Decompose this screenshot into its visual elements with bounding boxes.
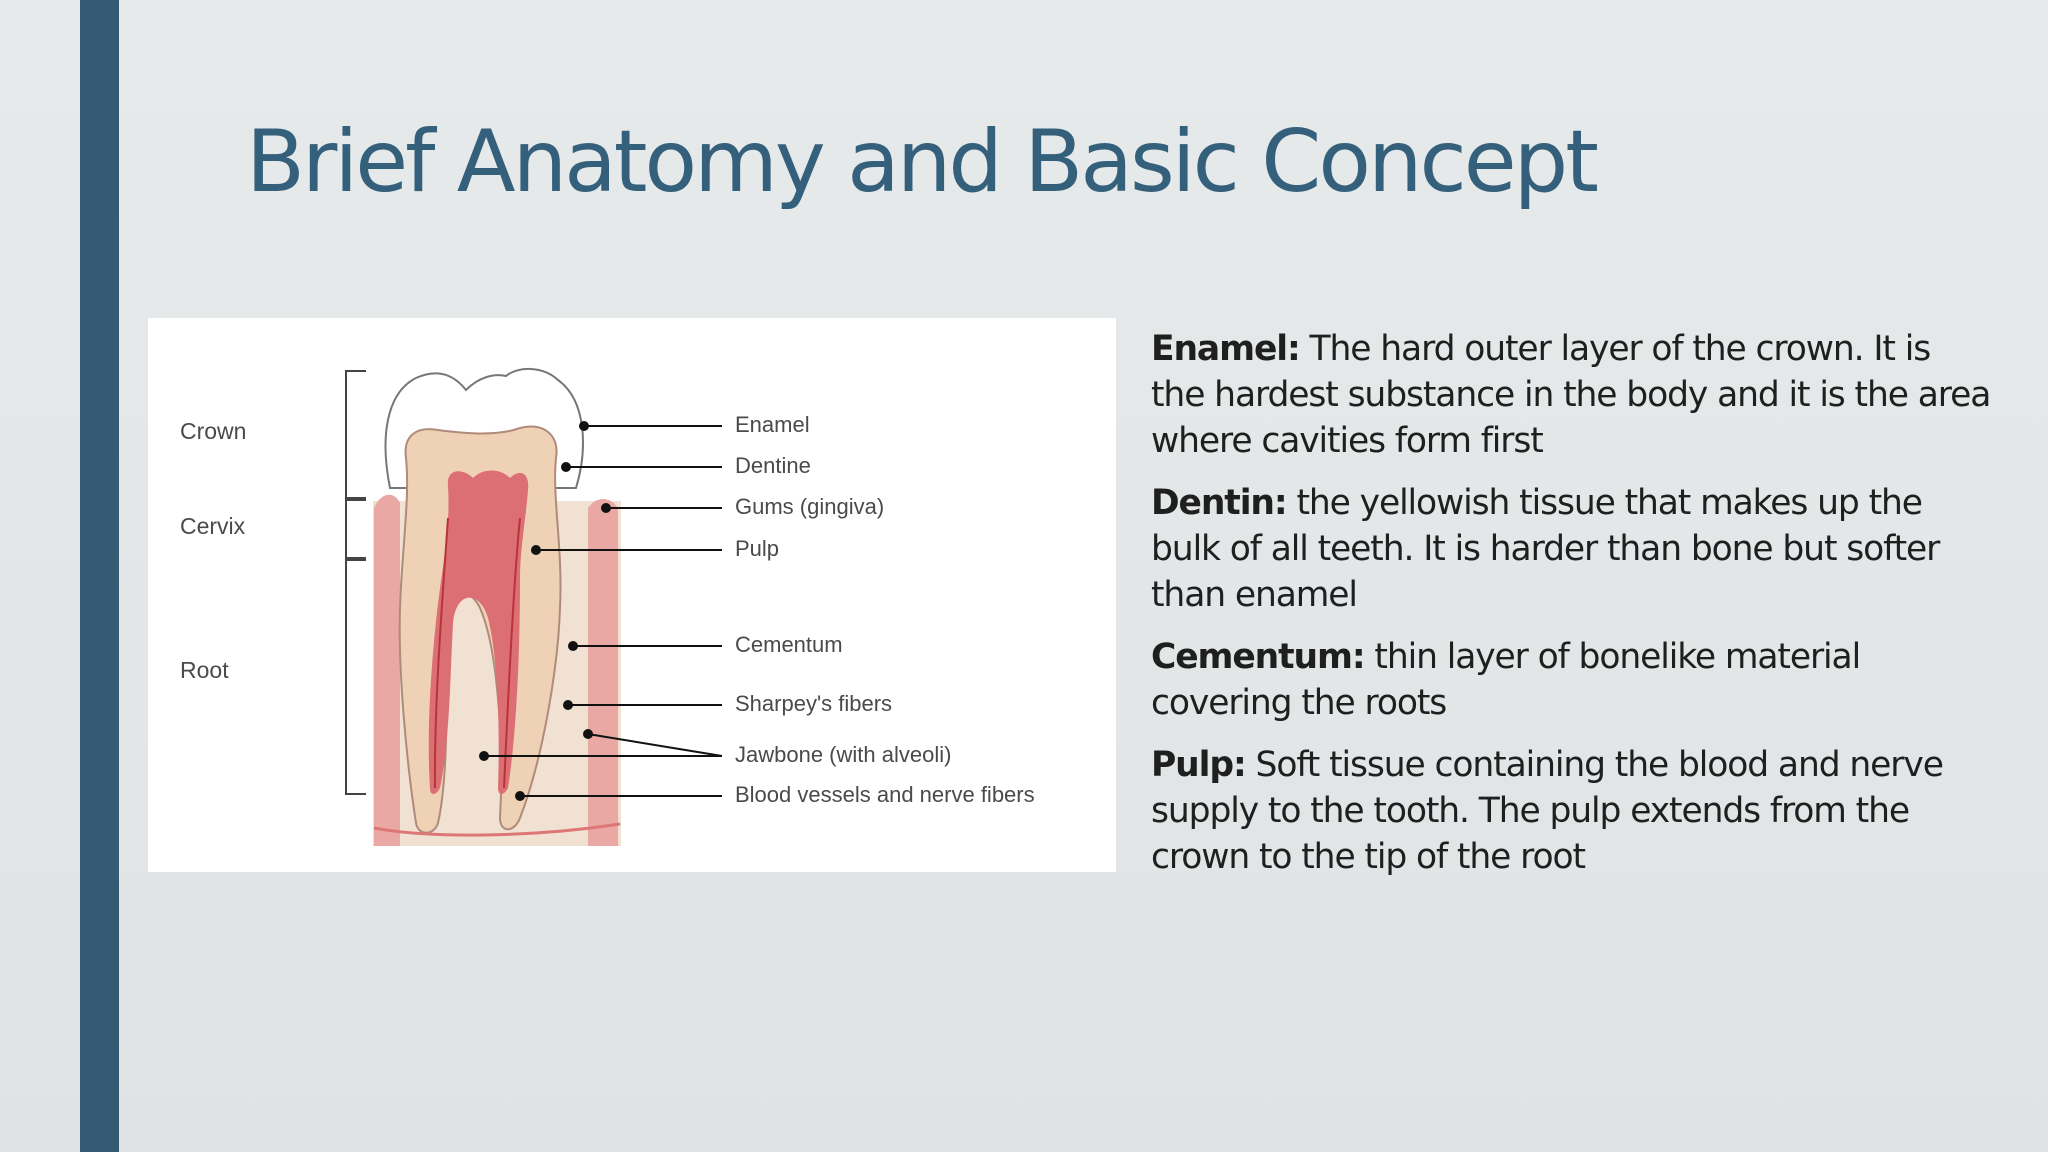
tooth-diagram: Crown Cervix Root Enamel Dentine Gums (g… [148, 318, 1116, 872]
leader-jawbone-1 [587, 733, 723, 757]
label-pulp: Pulp [735, 536, 780, 561]
definition-enamel: Enamel: The hard outer layer of the crow… [1151, 326, 1991, 464]
vessel-base-shape [373, 822, 621, 837]
zone-label-crown: Crown [180, 418, 247, 444]
definition-pulp: Pulp: Soft tissue containing the blood a… [1151, 742, 1991, 880]
definition-dentin: Dentin: the yellowish tissue that makes … [1151, 480, 1991, 618]
pulp-shape [428, 470, 529, 794]
label-sharpeys-fibers: Sharpey's fibers [735, 691, 893, 716]
definition-term: Dentin: [1151, 483, 1288, 523]
tooth-illustration [345, 368, 723, 846]
slide-title: Brief Anatomy and Basic Concept [246, 112, 1599, 212]
definition-text: The hard outer layer of the crown. It is… [1151, 329, 1991, 461]
label-blood-vessels: Blood vessels and nerve fibers [735, 782, 1035, 807]
leader-dots [479, 421, 611, 801]
cervix-bracket [345, 499, 366, 559]
gum-left-shape [374, 494, 400, 846]
label-dentine: Dentine [735, 453, 811, 478]
label-cementum: Cementum [735, 632, 843, 657]
accent-bar [80, 0, 119, 1152]
nerve-left-shape [433, 517, 449, 789]
definition-term: Pulp: [1151, 745, 1247, 785]
definition-text: the yellowish tissue that makes up the b… [1151, 483, 1940, 615]
definition-text: Soft tissue containing the blood and ner… [1151, 745, 1944, 877]
crown-bracket [345, 370, 366, 499]
zone-label-cervix: Cervix [180, 513, 246, 539]
gum-right-shape [588, 499, 618, 846]
definition-term: Cementum: [1151, 637, 1366, 677]
definition-text: thin layer of bonelike material covering… [1151, 637, 1861, 723]
zone-label-root: Root [180, 657, 229, 683]
nerve-right-shape [503, 517, 521, 789]
label-gums: Gums (gingiva) [735, 494, 885, 519]
leader-lines [484, 425, 723, 797]
label-enamel: Enamel [735, 412, 810, 437]
definition-cementum: Cementum: thin layer of bonelike materia… [1151, 634, 1991, 726]
definitions-list: Enamel: The hard outer layer of the crow… [1151, 326, 1991, 896]
root-bracket [345, 559, 366, 795]
label-jawbone: Jawbone (with alveoli) [735, 742, 952, 767]
definition-term: Enamel: [1151, 329, 1301, 369]
